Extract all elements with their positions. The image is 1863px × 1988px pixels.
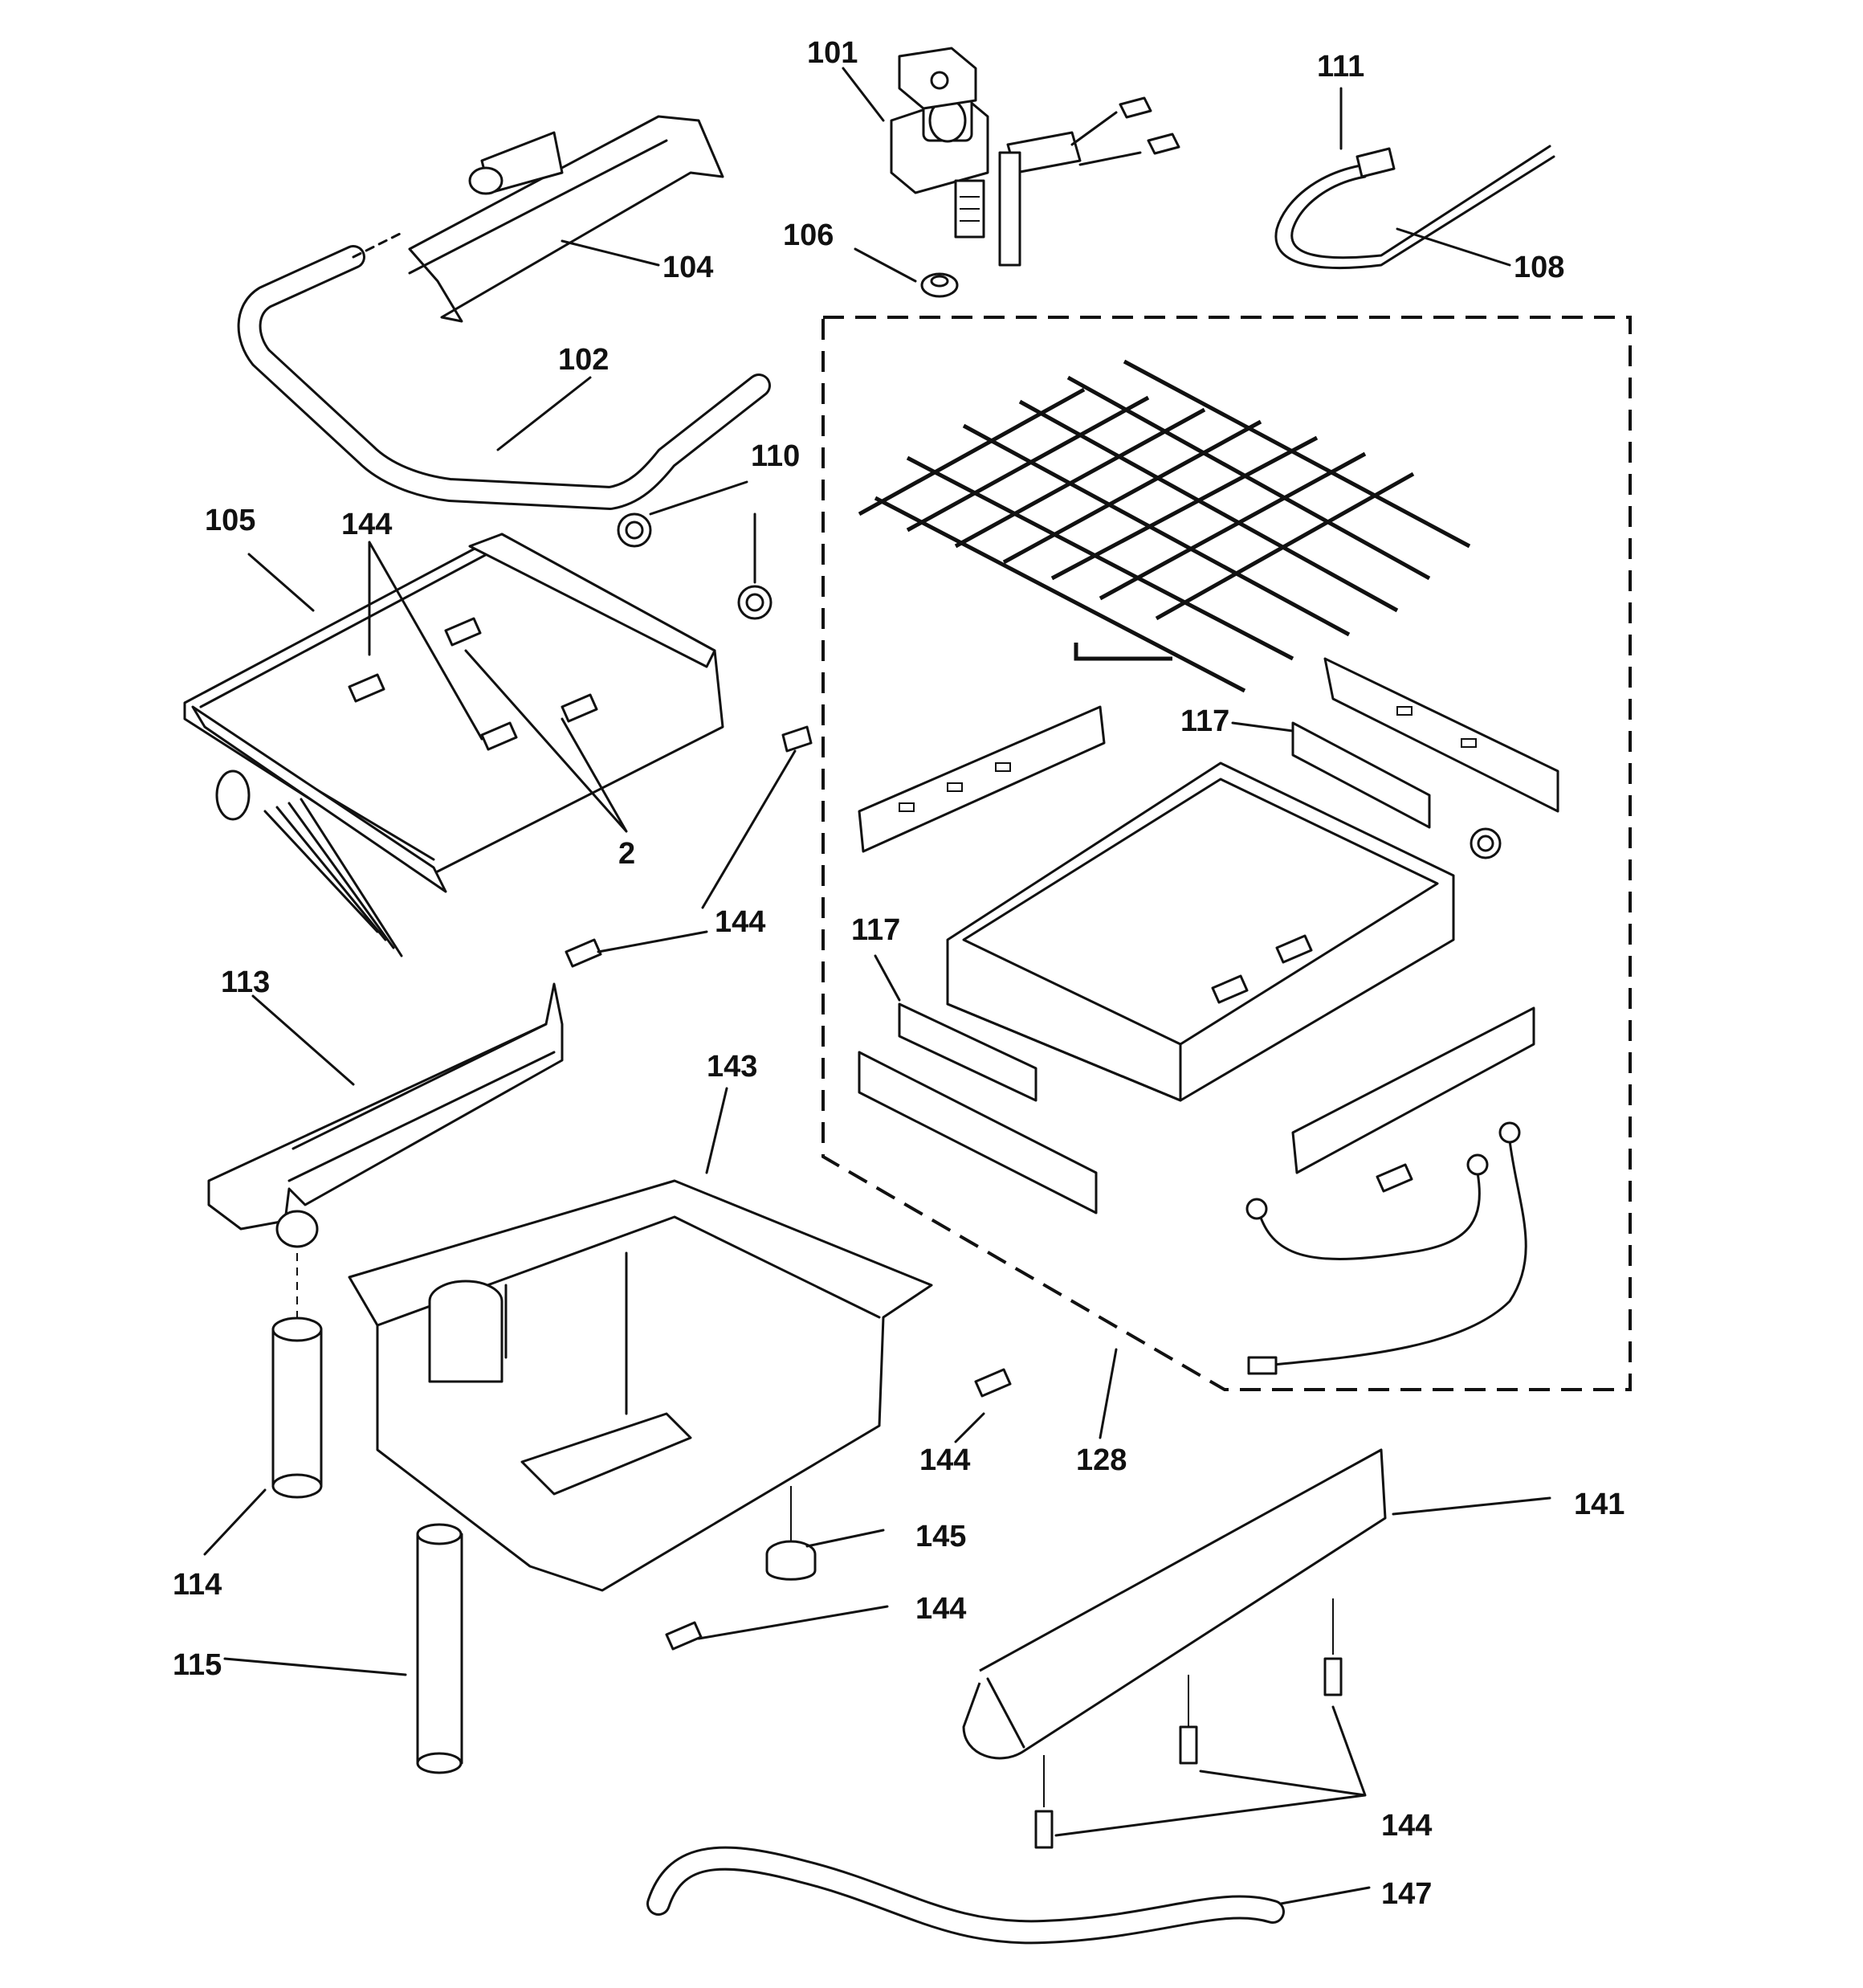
part-147-hose xyxy=(646,1846,1285,1945)
callout-144-tray: 144 xyxy=(341,508,392,541)
callout-128: 128 xyxy=(1076,1443,1127,1477)
callout-145: 145 xyxy=(915,1520,966,1553)
callout-108: 108 xyxy=(1514,251,1564,284)
part-113-trough xyxy=(207,982,564,1248)
part-114-pipe xyxy=(271,1253,323,1499)
callout-114: 114 xyxy=(173,1568,222,1602)
callout-117-left: 117 xyxy=(851,913,900,947)
callout-141: 141 xyxy=(1574,1488,1625,1521)
part-101-water-valve xyxy=(890,47,1180,298)
part-128-evaporator-assembly xyxy=(821,316,1632,1391)
screw-group xyxy=(348,617,813,968)
part-115-pipe xyxy=(416,1523,463,1774)
leader-lines xyxy=(203,67,1551,1905)
part-102-tube xyxy=(237,231,771,510)
evaporator-grid xyxy=(858,359,1471,693)
part-141-panel xyxy=(962,1448,1387,1849)
callout-102: 102 xyxy=(558,343,609,377)
callout-105: 105 xyxy=(205,504,255,537)
callout-115: 115 xyxy=(173,1648,222,1682)
callout-144-tray-right: 144 xyxy=(715,905,765,939)
callout-147: 147 xyxy=(1381,1877,1432,1911)
callout-110: 110 xyxy=(751,439,800,473)
callout-117-top: 117 xyxy=(1180,704,1229,738)
callout-111: 111 xyxy=(1317,50,1364,84)
callout-144-panel: 144 xyxy=(1381,1809,1432,1843)
callout-113: 113 xyxy=(221,965,270,999)
callout-104: 104 xyxy=(662,251,713,284)
part-143-pan xyxy=(348,1179,1012,1651)
callout-143: 143 xyxy=(707,1050,757,1084)
callout-2: 2 xyxy=(618,837,635,871)
callout-106: 106 xyxy=(783,218,834,252)
callout-144-pan-bottom: 144 xyxy=(915,1592,966,1626)
part-108-tube xyxy=(1274,145,1555,270)
part-104-bracket xyxy=(408,115,724,323)
callout-labels: 101 111 106 104 108 102 110 105 144 2 14… xyxy=(173,36,1625,1911)
callout-101: 101 xyxy=(807,36,858,70)
callout-144-pan: 144 xyxy=(919,1443,970,1477)
part-105-tray xyxy=(183,512,773,957)
